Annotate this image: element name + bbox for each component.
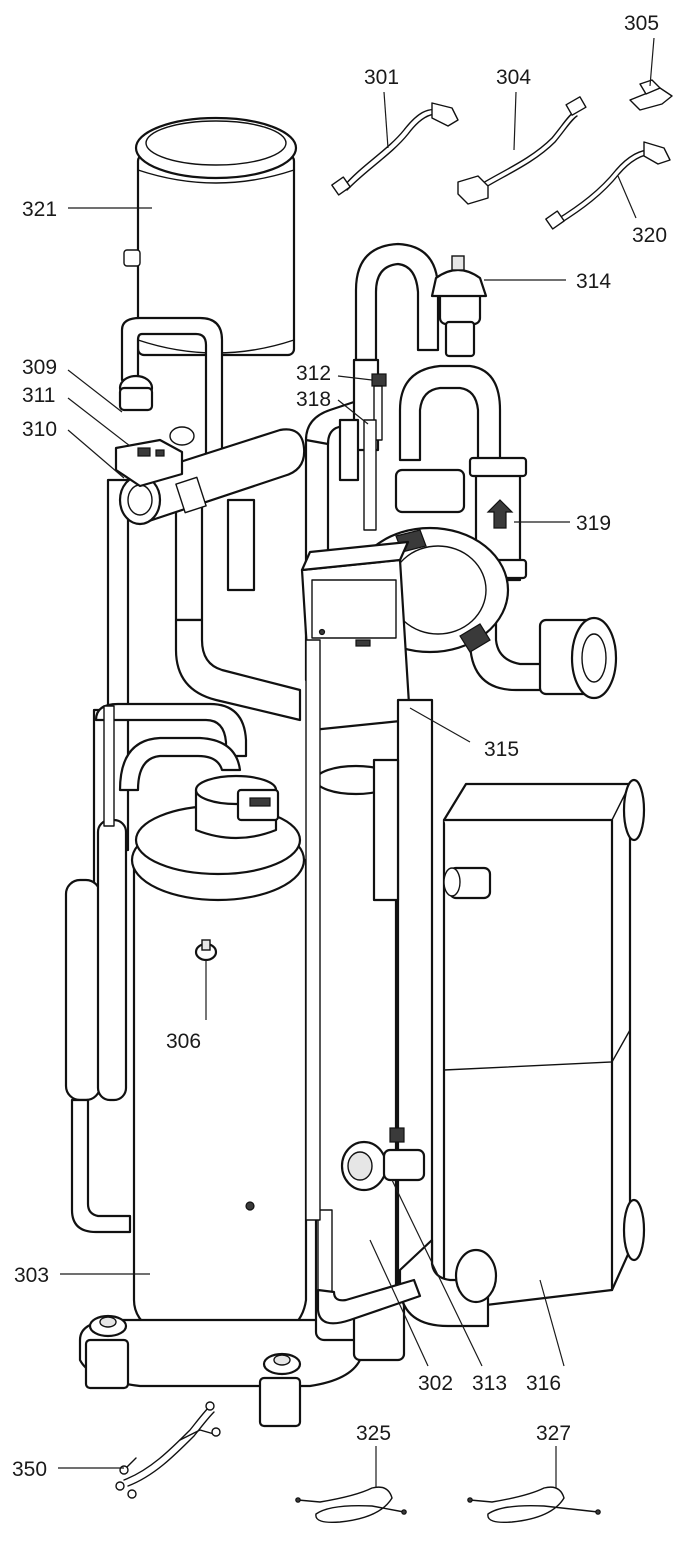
label-316: 316 (526, 1372, 561, 1395)
label-301: 301 (364, 66, 399, 89)
part-315-circulation-pump (300, 526, 510, 732)
label-325: 325 (356, 1422, 391, 1445)
part-321-expansion-vessel (123, 116, 298, 357)
accumulator (64, 705, 132, 1234)
part-316-plate-heat-exchanger (442, 778, 646, 1312)
label-350: 350 (12, 1458, 47, 1481)
part-310-filter-drier (118, 428, 306, 526)
label-321: 321 (22, 198, 57, 221)
part-311-sensor-block (114, 438, 184, 488)
label-327: 327 (536, 1422, 571, 1445)
part-304-connector-cable (457, 96, 587, 205)
pipework-front (305, 639, 498, 1328)
label-314: 314 (576, 270, 611, 293)
label-303: 303 (14, 1264, 49, 1287)
label-319: 319 (576, 512, 611, 535)
label-312: 312 (296, 362, 331, 385)
label-313: 313 (472, 1372, 507, 1395)
label-306: 306 (166, 1030, 201, 1053)
part-301-sensor-cable (331, 102, 459, 196)
label-311: 311 (22, 384, 55, 407)
part-318-capillary (338, 418, 377, 531)
part-309-valve (118, 374, 195, 446)
part-303-compressor (78, 774, 362, 1428)
part-327-sensor-wire (467, 1486, 601, 1524)
part-350-cable-harness (115, 1401, 221, 1499)
part-320-sensor-cable (545, 141, 671, 230)
label-304: 304 (496, 66, 531, 89)
label-309: 309 (22, 356, 57, 379)
label-310: 310 (22, 418, 57, 441)
label-315: 315 (484, 738, 519, 761)
label-318: 318 (296, 388, 331, 411)
part-325-sensor-wire (295, 1486, 407, 1524)
part-305-clip (629, 79, 673, 111)
part-labels: 321 301 304 305 320 314 309 311 310 312 … (12, 12, 667, 1481)
label-305: 305 (624, 12, 659, 35)
leader-lines (58, 37, 655, 1488)
label-302: 302 (418, 1372, 453, 1395)
part-306-temperature-sensor (194, 939, 218, 962)
label-320: 320 (632, 224, 667, 247)
part-313-expansion-valve (340, 1127, 426, 1192)
